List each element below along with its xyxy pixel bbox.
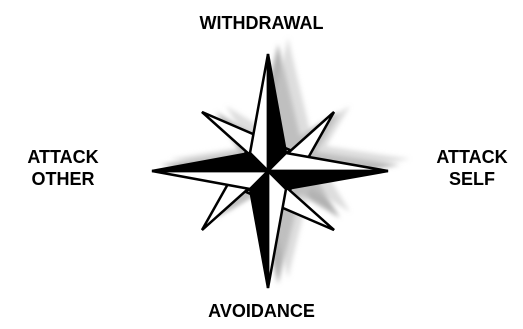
label-avoidance-text: AVOIDANCE: [0, 300, 523, 322]
point-s-left: [250, 171, 268, 288]
label-avoidance: AVOIDANCE: [0, 300, 523, 322]
point-n-left: [250, 54, 268, 171]
compass-star: [152, 54, 388, 288]
label-withdrawal: WITHDRAWAL: [0, 12, 523, 34]
label-attack-other-line2: OTHER: [4, 168, 122, 190]
label-attack-self-line1: ATTACK: [424, 146, 520, 168]
label-attack-other-line1: ATTACK: [4, 146, 122, 168]
label-attack-other: ATTACK OTHER: [4, 146, 122, 190]
label-withdrawal-text: WITHDRAWAL: [0, 12, 523, 34]
label-attack-self: ATTACK SELF: [424, 146, 520, 190]
label-attack-self-line2: SELF: [424, 168, 520, 190]
point-w-bottom: [152, 171, 268, 189]
